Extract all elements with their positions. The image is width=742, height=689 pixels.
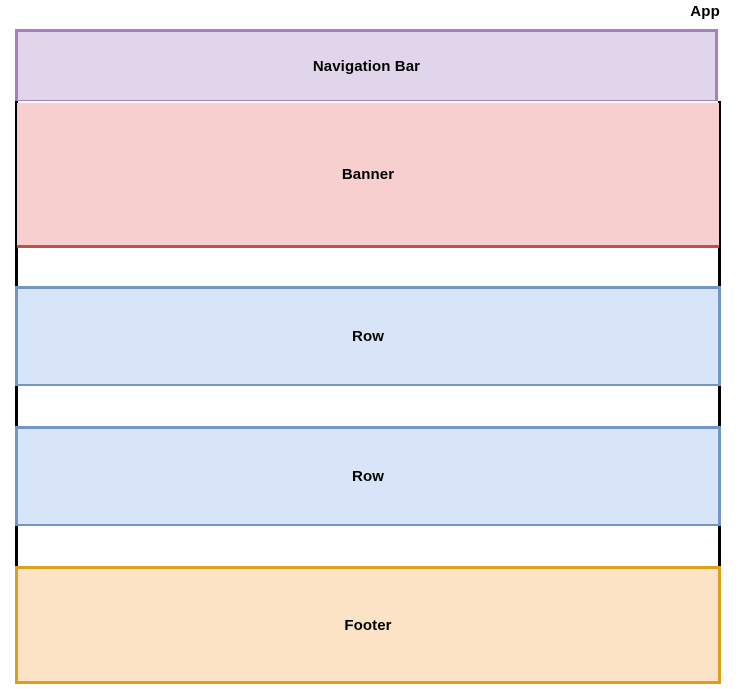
banner-section[interactable]: Banner [17, 103, 719, 248]
navigation-bar-label: Navigation Bar [312, 57, 421, 75]
row-gap-container-2 [15, 526, 721, 568]
navigation-bar-section[interactable]: Navigation Bar [15, 29, 718, 103]
footer-label: Footer [344, 616, 392, 634]
app-title-label: App [690, 3, 720, 20]
row-2-label: Row [352, 468, 384, 485]
row-section-1[interactable]: Row [15, 286, 721, 387]
row-section-2[interactable]: Row [15, 426, 721, 527]
row-1-label: Row [352, 328, 384, 345]
footer-section[interactable]: Footer [15, 566, 721, 684]
banner-label: Banner [341, 165, 395, 183]
row-gap-container-1 [15, 386, 721, 428]
